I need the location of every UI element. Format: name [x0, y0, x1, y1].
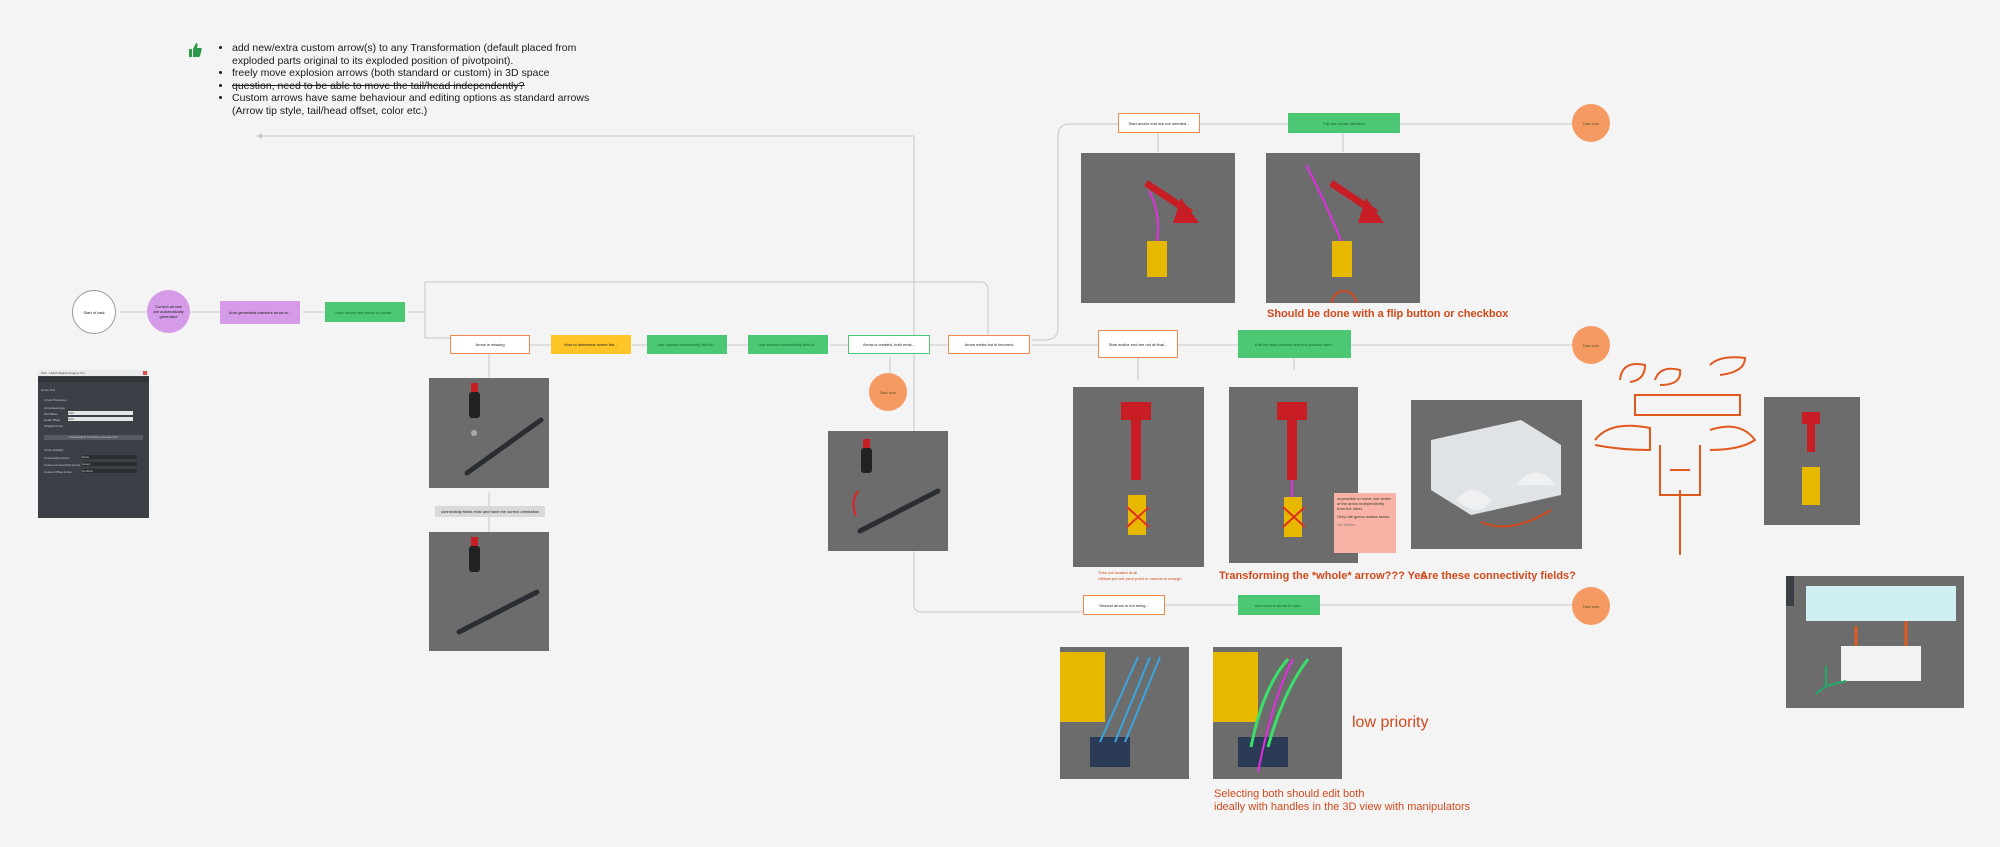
vis-row-1: Connectivity Arrow: [44, 456, 69, 460]
note-bullet-2: freely move explosion arrows (both stand…: [232, 67, 598, 80]
panel-action-button[interactable]: Unbreakable Transitive Arrangement: [44, 435, 143, 440]
task-over-node-3[interactable]: Task over: [1572, 326, 1610, 364]
arrow-created-node[interactable]: Arrow is created, both ends...: [848, 335, 930, 354]
second-arrow-node[interactable]: Second arrow is not being...: [1083, 595, 1165, 615]
thumbs-up-icon: [188, 42, 202, 58]
use-closest-node[interactable]: Use closest connectivity field fo...: [647, 335, 727, 354]
panel-section-visibility: Arrow Visibility: [44, 448, 64, 452]
panel-title: Part - LEGO Digital Designer Pro: [41, 371, 86, 375]
tube-note-2: Utilises pre-set pivot point or manner i…: [1098, 576, 1182, 581]
label-tail: Tail Offset: [44, 412, 58, 416]
low-priority-annotation: low priority: [1352, 714, 1429, 731]
transforming-annotation: Transforming the *whole* arrow??? Yes: [1219, 570, 1427, 582]
screenshot-low-priority-1: [1060, 647, 1189, 779]
screenshot-bricks: [1786, 576, 1964, 708]
start-end-not-oriented-node[interactable]: Start and/or end are not oriented...: [1118, 113, 1200, 133]
flip-button-annotation: Should be done with a flip button or che…: [1267, 308, 1509, 320]
sticky-text-1: Impossible to move one vertex of the arr…: [1337, 496, 1392, 511]
screenshot-arrow-created: [828, 431, 948, 551]
how-to-determine-node[interactable]: How to determine where the...: [551, 335, 631, 354]
vis-select-3[interactable]: Centred: [82, 469, 137, 473]
hand-sketch-drawing: [1594, 356, 1757, 555]
panel-section-properties: Arrow Properties: [44, 398, 67, 402]
label-arrowhead: Arrowhead type: [44, 406, 66, 410]
note-bullet-4: Custom arrows have same behaviour and ed…: [232, 92, 598, 117]
label-head: Head Offset: [44, 418, 60, 422]
user-moves-node[interactable]: User moves the arrow to create...: [325, 302, 405, 322]
connectivity-question-annotation: Are these connectivity fields?: [1420, 570, 1576, 582]
screenshot-connectivity: [1411, 400, 1582, 549]
arrow-tool-panel: Part - LEGO Digital Designer Pro Arrow T…: [38, 370, 149, 518]
selecting-both-annotation-2: ideally with handles in the 3D view with…: [1214, 801, 1471, 813]
vis-row-3: Custom Offset Arrow: [44, 470, 72, 474]
screenshot-not-final-1: [1073, 387, 1204, 567]
requirements-note: add new/extra custom arrow(s) to any Tra…: [218, 42, 598, 117]
screenshot-missing-arrow-2: [429, 532, 549, 651]
current-arrows-node[interactable]: Current arrows are automatically generat…: [147, 290, 190, 333]
screenshot-missing-arrow-1: [429, 378, 549, 488]
task-over-node-4[interactable]: Task over: [1572, 587, 1610, 625]
add-second-arrow-node[interactable]: Add second arrow in right...: [1238, 595, 1320, 615]
vis-row-2: Custom Connectivity Arrow: [44, 463, 81, 467]
vis-select-1[interactable]: None: [82, 455, 137, 459]
screenshot-low-priority-2: [1213, 647, 1342, 779]
sticky-text-3: Ud Stefan: [1337, 522, 1355, 527]
arrow-exists-node[interactable]: Arrow exists but is incorrect: [948, 335, 1030, 354]
panel-tab[interactable]: Arrow Tool: [41, 388, 56, 392]
tube-note-1: Tube not located at all: [1098, 570, 1138, 575]
connectivity-tag: connectivity fields exist and have the c…: [435, 506, 545, 517]
close-icon[interactable]: [143, 371, 147, 375]
selecting-both-annotation-1: Selecting both should edit both: [1214, 788, 1365, 800]
screenshot-flip-before: [1081, 153, 1235, 303]
sticky-note: Impossible to move one vertex of the arr…: [1334, 493, 1396, 553]
vis-select-2[interactable]: Green: [82, 462, 137, 466]
label-straight: Straight Arrow: [44, 424, 63, 428]
note-bullet-3: question, need to be able to move the ta…: [232, 80, 598, 93]
tail-offset-input[interactable]: 0.00: [68, 411, 133, 415]
screenshot-flip-after: [1266, 153, 1420, 303]
task-over-node-2[interactable]: Task over: [1572, 104, 1610, 142]
use-second-node[interactable]: Use second connectivity field fo...: [748, 335, 828, 354]
sticky-text-2: Only rule gizmo makes sense.: [1337, 514, 1391, 519]
edit-start-end-node[interactable]: Edit the start position and end position…: [1238, 330, 1351, 358]
arrow-missing-node[interactable]: Arrow is missing: [450, 335, 530, 354]
start-node[interactable]: Start of task: [72, 290, 116, 334]
head-offset-input[interactable]: 0.00: [68, 417, 133, 421]
task-over-node-1[interactable]: Task over: [869, 373, 907, 411]
start-end-not-final-node[interactable]: Start and/or end are not at final...: [1098, 330, 1178, 358]
auto-generated-node[interactable]: Auto generated transient arrow is...: [220, 301, 300, 324]
screenshot-side-piece: [1764, 397, 1860, 525]
flip-vector-node[interactable]: Flip the vector direction: [1288, 113, 1400, 133]
note-bullet-1: add new/extra custom arrow(s) to any Tra…: [232, 42, 598, 67]
